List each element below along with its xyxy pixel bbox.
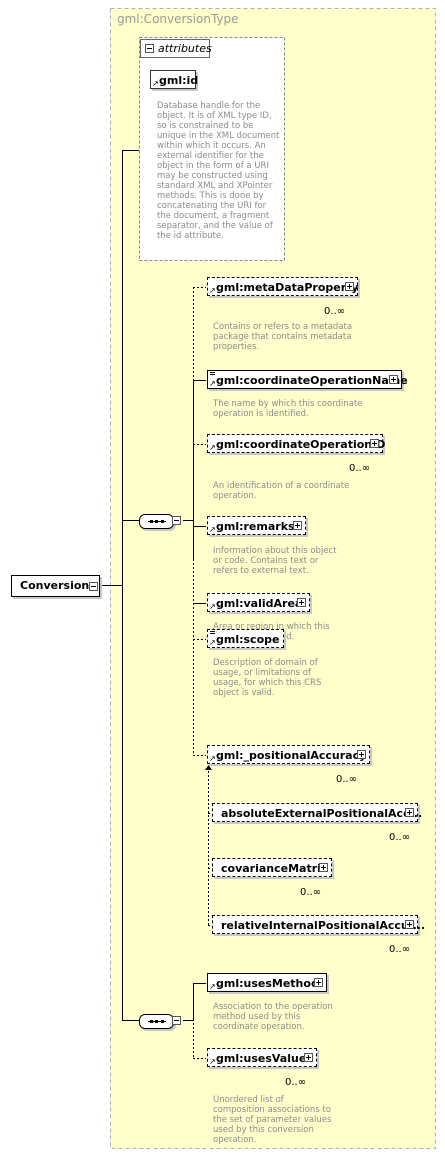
element-metadata-property[interactable]: gml:metaDataProperty ↗	[207, 277, 359, 296]
element-description: Description of domain of usage, or limit…	[213, 658, 322, 698]
expand-icon[interactable]	[293, 521, 302, 530]
reference-arrow-icon: ↗	[209, 602, 216, 611]
element-description: Contains or refers to a metadata package…	[213, 322, 353, 352]
expand-icon[interactable]	[405, 808, 414, 817]
element-uses-method[interactable]: gml:usesMethod ↗	[207, 973, 327, 992]
element-description: Unordered list of composition associatio…	[213, 1095, 332, 1145]
reference-arrow-icon: ↗	[209, 443, 216, 452]
element-scope[interactable]: gml:scope ↗	[207, 629, 284, 648]
element-description: Association to the operation method used…	[213, 1002, 333, 1032]
root-element-conversion[interactable]: Conversion	[11, 575, 100, 597]
collapse-icon[interactable]	[172, 516, 181, 525]
expand-icon[interactable]	[389, 375, 398, 384]
attribute-gml-id[interactable]: gml:id ↗	[150, 70, 199, 89]
repeated-element-icon	[210, 372, 215, 376]
element-label: relativeInternalPositionalAccur...	[221, 919, 426, 932]
element-uses-value[interactable]: gml:usesValue ↗	[207, 1048, 317, 1067]
element-coordinate-operation-id[interactable]: gml:coordinateOperationID ↗	[207, 434, 386, 453]
expand-icon[interactable]	[370, 439, 379, 448]
element-relative-internal-positional-accuracy[interactable]: relativeInternalPositionalAccur...	[212, 915, 425, 934]
collapse-icon[interactable]	[172, 1016, 181, 1025]
collapse-icon[interactable]	[145, 44, 154, 53]
element-label: gml:metaDataProperty	[216, 281, 359, 294]
element-label: gml:usesMethod	[216, 977, 319, 990]
expand-icon[interactable]	[319, 863, 328, 872]
root-element-label: Conversion	[20, 579, 90, 592]
expand-icon[interactable]	[297, 598, 306, 607]
reference-arrow-icon: ↗	[152, 79, 159, 88]
multiplicity: 0..∞	[300, 887, 322, 898]
reference-arrow-icon: ↗	[209, 525, 216, 534]
multiplicity: 0..∞	[285, 1077, 307, 1088]
reference-arrow-icon: ↗	[209, 379, 216, 388]
reference-arrow-icon: ↗	[209, 754, 216, 763]
sequence-compositor-1[interactable]	[139, 514, 174, 529]
element-valid-area[interactable]: gml:validArea ↗	[207, 593, 310, 612]
expand-icon[interactable]	[314, 978, 323, 987]
reference-arrow-icon: ↗	[209, 982, 216, 991]
element-description: The name by which this coordinate operat…	[213, 399, 363, 419]
attribute-name: gml:id	[159, 74, 199, 87]
repeated-element-icon	[210, 631, 215, 635]
element-label: gml:scope	[216, 633, 280, 646]
attributes-tab[interactable]: attributes	[140, 39, 212, 58]
multiplicity: 0..∞	[349, 463, 371, 474]
multiplicity: 0..∞	[389, 944, 411, 955]
complex-type-label: gml:ConversionType	[117, 12, 239, 26]
expand-icon[interactable]	[357, 750, 366, 759]
expand-icon[interactable]	[405, 920, 414, 929]
element-label: gml:_positionalAccuracy	[216, 749, 367, 762]
element-label: gml:usesValue	[216, 1052, 307, 1065]
reference-arrow-icon: ↗	[209, 1057, 216, 1066]
element-absolute-external-positional-accuracy[interactable]: absoluteExternalPositionalAcc...	[212, 803, 422, 822]
element-remarks[interactable]: gml:remarks ↗	[207, 516, 306, 535]
element-description: An identification of a coordinate operat…	[213, 481, 350, 501]
element-label: covarianceMatrix	[221, 862, 329, 875]
element-label: gml:remarks	[216, 520, 295, 533]
attributes-label: attributes	[158, 42, 212, 55]
multiplicity: 0..∞	[336, 774, 358, 785]
attribute-description: Database handle for the object. It is of…	[157, 101, 280, 241]
element-covariance-matrix[interactable]: covarianceMatrix	[212, 858, 332, 877]
element-label: gml:coordinateOperationName	[216, 374, 408, 387]
expand-icon[interactable]	[304, 1053, 313, 1062]
multiplicity: 0..∞	[389, 832, 411, 843]
multiplicity: 0..∞	[324, 306, 346, 317]
element-positional-accuracy[interactable]: gml:_positionalAccuracy ↗	[207, 745, 370, 764]
expand-icon[interactable]	[345, 282, 354, 291]
element-label: gml:validArea	[216, 597, 303, 610]
element-label: gml:coordinateOperationID	[216, 438, 386, 451]
element-description: Information about this object or code. C…	[213, 546, 337, 576]
reference-arrow-icon: ↗	[209, 286, 216, 295]
sequence-compositor-2[interactable]	[139, 1014, 174, 1029]
collapse-icon[interactable]	[89, 582, 98, 591]
reference-arrow-icon: ↗	[209, 638, 216, 647]
element-label: absoluteExternalPositionalAcc...	[221, 807, 423, 820]
element-coordinate-operation-name[interactable]: gml:coordinateOperationName ↗	[207, 370, 408, 389]
